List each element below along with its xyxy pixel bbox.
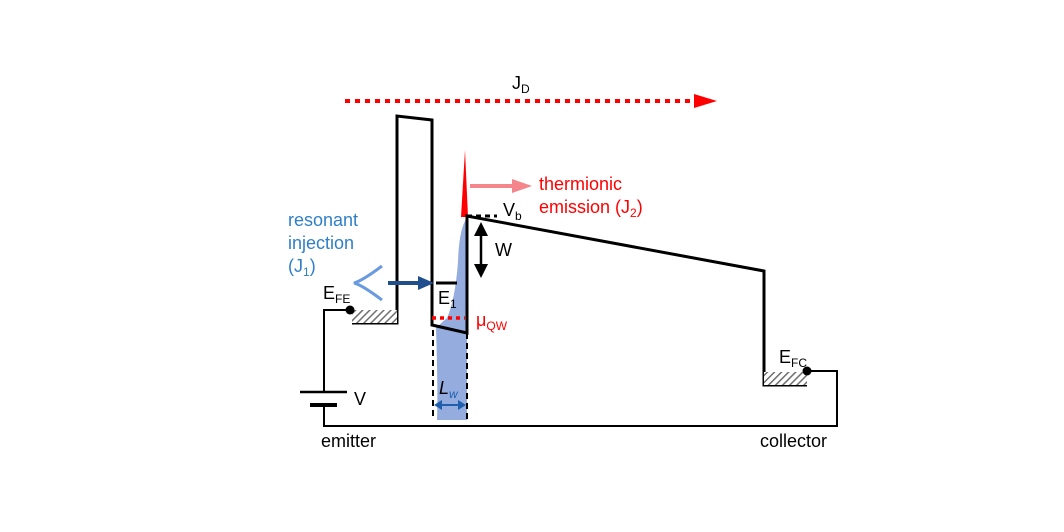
circuit-bottom-wire <box>323 370 838 427</box>
lw-label: Lw <box>439 378 459 401</box>
thermionic-emission-label: emission (J2) <box>539 197 643 220</box>
jd-arrowhead <box>694 94 717 108</box>
e1-label: E1 <box>438 288 457 311</box>
w-arrowhead-down <box>474 264 488 278</box>
resonant-label: resonant <box>288 210 358 230</box>
lw-arrowhead-left <box>434 400 442 410</box>
w-arrowhead-up <box>474 222 488 236</box>
thermionic-arrowhead <box>512 179 532 193</box>
thermionic-spike <box>461 150 468 217</box>
efc-label: EFC <box>779 347 807 370</box>
voltage-label: V <box>354 389 366 409</box>
collector-contact-dot <box>802 366 812 376</box>
injection-label: injection <box>288 233 354 253</box>
circuit-emitter-wire <box>323 309 349 392</box>
w-label: W <box>495 240 512 260</box>
lw-arrowhead-right <box>458 400 466 410</box>
vb-label: Vb <box>503 200 522 223</box>
mu-qw-label: μQW <box>476 310 508 333</box>
thermionic-label: thermionic <box>539 174 622 194</box>
efe-label: EFE <box>323 283 350 306</box>
j1-label: (J1) <box>288 256 316 279</box>
band-profile-line <box>352 114 807 387</box>
emitter-contact-dot <box>345 305 355 315</box>
injection-arrowhead <box>418 276 434 290</box>
emitter-fermi-hatch <box>352 310 397 323</box>
emitter-label: emitter <box>321 431 376 451</box>
collector-fermi-hatch <box>764 372 807 385</box>
jd-label: JD <box>512 73 530 96</box>
collector-label: collector <box>760 431 827 451</box>
resonant-arc-icon <box>353 264 383 302</box>
